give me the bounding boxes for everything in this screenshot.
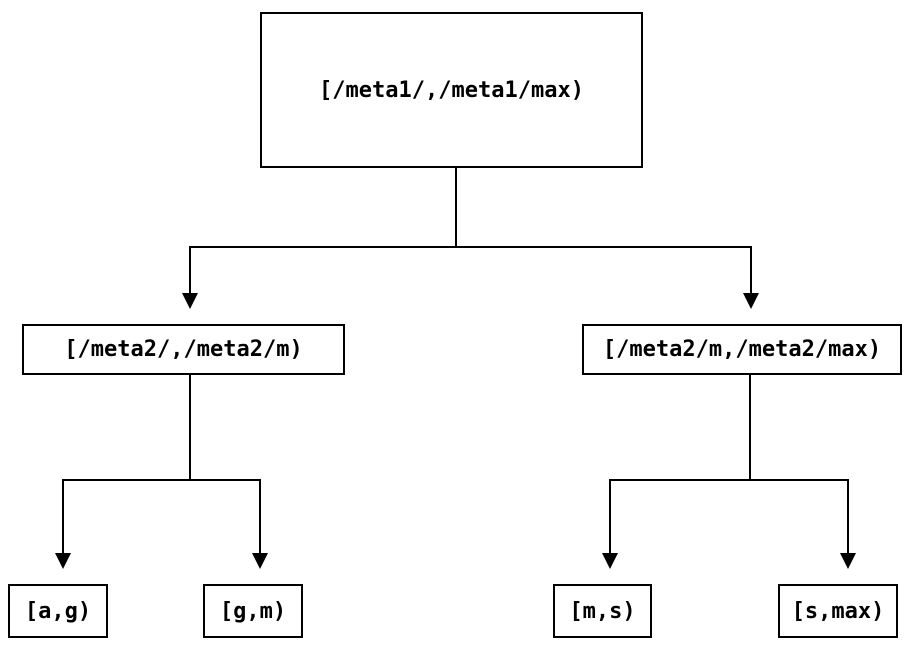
tree-node-root: [/meta1/,/meta1/max)	[260, 12, 643, 168]
arrowhead-down-icon	[252, 553, 268, 569]
tree-leaf-ms: [m,s)	[553, 584, 652, 638]
tree-leaf-ag: [a,g)	[8, 584, 108, 638]
arrowhead-down-icon	[55, 553, 71, 569]
arrowhead-down-icon	[743, 293, 759, 309]
connector-right-stem	[749, 375, 751, 480]
arrowhead-down-icon	[840, 553, 856, 569]
tree-leaf-smax: [s,max)	[778, 584, 898, 638]
connector-left-stem	[189, 375, 191, 480]
connector-right-horizontal	[610, 479, 849, 481]
arrowhead-down-icon	[182, 293, 198, 309]
tree-node-meta2-right: [/meta2/m,/meta2/max)	[582, 324, 902, 375]
connector-drop-ms	[609, 479, 611, 553]
tree-leaf-gm: [g,m)	[203, 584, 303, 638]
connector-drop-left	[189, 246, 191, 293]
connector-left-horizontal	[63, 479, 261, 481]
connector-root-stem	[455, 167, 457, 247]
connector-drop-smax	[847, 479, 849, 553]
connector-level1-horizontal	[189, 246, 752, 248]
connector-drop-gm	[259, 479, 261, 553]
tree-node-meta2-left: [/meta2/,/meta2/m)	[22, 324, 345, 375]
arrowhead-down-icon	[602, 553, 618, 569]
connector-drop-ag	[62, 479, 64, 553]
connector-drop-right	[750, 246, 752, 293]
